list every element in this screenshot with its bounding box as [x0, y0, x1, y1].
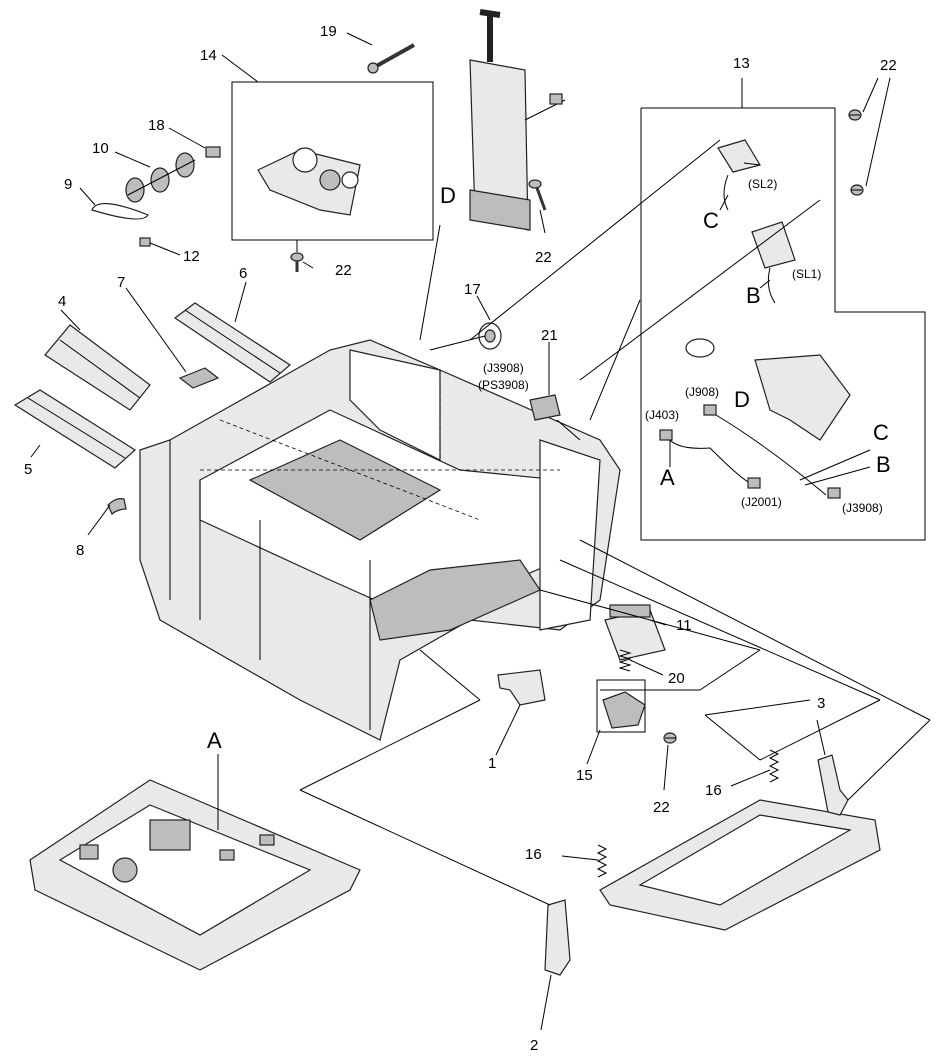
springs-16 [596, 749, 780, 878]
assembly-14-box [221, 54, 434, 241]
separation-15 [596, 679, 646, 733]
letter-a-board: A [207, 728, 222, 753]
callout-16-b: 16 [525, 846, 542, 863]
assembly-13-box [640, 78, 926, 541]
letter-d-board: D [440, 183, 456, 208]
bracket-1 [497, 669, 546, 706]
screw-22-assembly14 [290, 240, 304, 272]
letter-c-cable: C [873, 420, 889, 445]
connector-j3908-bottom: (J3908) [842, 501, 883, 515]
screw-22-board [528, 179, 547, 211]
pad-holder-11 [604, 604, 666, 661]
solenoid-sl2 [717, 139, 761, 211]
callout-22-c: 22 [880, 57, 897, 74]
letter-d-cable: D [734, 387, 750, 412]
callout-3: 3 [817, 695, 825, 712]
callout-numbers: 19 14 18 10 9 12 22 22 13 22 17 21 4 7 6… [24, 23, 897, 1054]
callout-5: 5 [24, 461, 32, 478]
callout-6: 6 [239, 265, 247, 282]
connector-sl1: (SL1) [792, 267, 821, 281]
screw-22-lower [663, 732, 677, 744]
letter-b-cable: B [876, 452, 891, 477]
callout-22-b: 22 [535, 249, 552, 266]
callout-16-a: 16 [705, 782, 722, 799]
connector-j403: (J403) [645, 408, 679, 422]
connector-sl2: (SL2) [748, 177, 777, 191]
connector-j3908-top: (J3908) [483, 361, 524, 375]
callout-8: 8 [76, 542, 84, 559]
part-8 [107, 498, 127, 515]
belt-9 [91, 202, 149, 220]
letter-b-solenoid: B [746, 283, 761, 308]
callout-2: 2 [530, 1037, 538, 1054]
arm-2 [544, 899, 571, 976]
callout-10: 10 [92, 140, 109, 157]
callout-20: 20 [668, 670, 685, 687]
callout-11: 11 [676, 617, 692, 634]
callout-1: 1 [488, 755, 496, 772]
paper-guide-5 [13, 389, 136, 469]
callout-17: 17 [464, 281, 481, 298]
callout-4: 4 [58, 293, 66, 310]
letter-a-cable: A [660, 465, 675, 490]
gear-18 [205, 146, 221, 158]
lower-tray-assembly [599, 799, 881, 931]
connector-j908: (J908) [685, 385, 719, 399]
letter-c-solenoid: C [703, 208, 719, 233]
callout-15: 15 [576, 767, 593, 784]
main-chassis [139, 339, 621, 741]
callout-7: 7 [117, 274, 125, 291]
paper-guide-6 [173, 302, 292, 383]
callout-13: 13 [733, 55, 750, 72]
bushing-12 [139, 237, 151, 247]
callout-12: 12 [183, 248, 200, 265]
arm-3 [817, 754, 849, 816]
callout-14: 14 [200, 47, 217, 64]
pickup-roller-10 [125, 152, 196, 203]
spring-20 [618, 649, 632, 672]
formatter-board-a [29, 779, 361, 971]
sensor-21 [529, 394, 561, 421]
reference-letters: A A B B C C D D [207, 183, 891, 753]
paper-guide-4 [44, 324, 151, 411]
screw-19 [367, 43, 415, 74]
drive-assembly-14 [257, 147, 361, 216]
gear-17 [478, 322, 502, 350]
connector-ps3908: (PS3908) [478, 378, 529, 392]
connector-labels: (J3908) (PS3908) (J908) (J403) (J2001) (… [478, 177, 883, 515]
leader-lines [30, 32, 931, 1031]
screws-22-sl [848, 77, 891, 196]
cover-7 [178, 367, 220, 389]
callout-18: 18 [148, 117, 165, 134]
callout-9: 9 [64, 176, 72, 193]
engine-board-d [469, 9, 566, 231]
callout-22-d: 22 [653, 799, 670, 816]
connector-j2001: (J2001) [741, 495, 782, 509]
solenoid-sl1 [751, 221, 796, 304]
callout-21: 21 [541, 327, 558, 344]
callout-19: 19 [320, 23, 337, 40]
callout-22-a: 22 [335, 262, 352, 279]
cable-harness [659, 338, 871, 499]
